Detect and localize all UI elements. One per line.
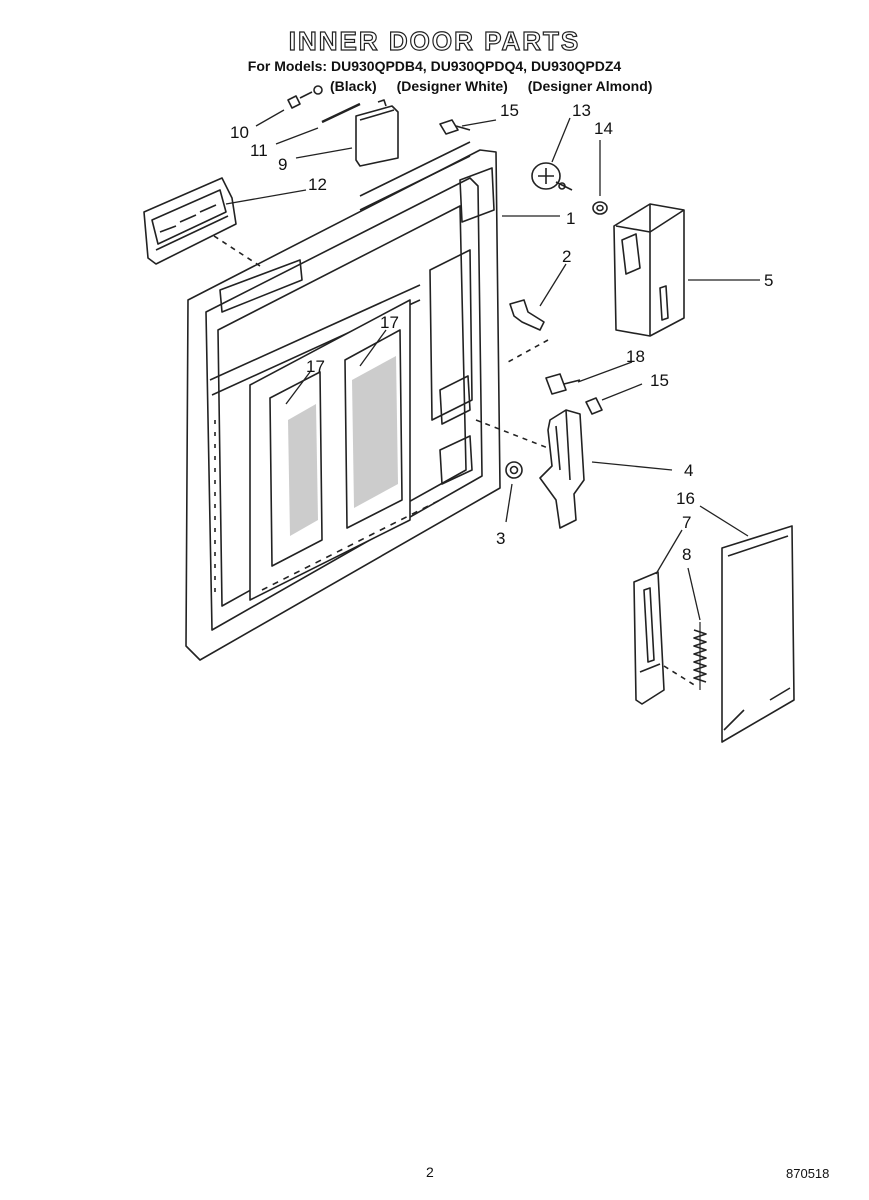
- callout-7: 7: [682, 513, 691, 532]
- part-16-panel: [721, 525, 795, 743]
- part-5-module: [613, 203, 685, 337]
- callout-4: 4: [684, 461, 693, 480]
- callout-16: 16: [676, 489, 695, 508]
- part-4-latch-assembly: [475, 409, 585, 529]
- variant-designer-white: (Designer White): [396, 78, 508, 94]
- callout-10: 10: [230, 123, 249, 142]
- callout-11: 11: [250, 141, 268, 160]
- callout-15-upper: 15: [500, 101, 519, 120]
- part-7-bracket: [633, 571, 665, 705]
- callout-numbers: 1 2 3 4 5 7 8 9 10 11 12 13 14 15 15 16 …: [230, 101, 773, 564]
- part-3-bumper: [505, 461, 523, 479]
- part-12-handle-bracket: [143, 177, 261, 267]
- callout-5: 5: [764, 271, 773, 290]
- part-2-latch: [507, 299, 549, 363]
- part-9-cover: [355, 99, 399, 167]
- callout-18: 18: [626, 347, 645, 366]
- part-15-screw-upper: [439, 119, 471, 135]
- callout-8: 8: [682, 545, 691, 564]
- page-title: INNER DOOR PARTS: [288, 25, 581, 56]
- variant-designer-almond: (Designer Almond): [527, 78, 653, 94]
- callout-9: 9: [278, 155, 287, 174]
- callout-17-left: 17: [306, 357, 325, 376]
- callout-12: 12: [308, 175, 327, 194]
- variant-black: (Black): [330, 78, 377, 94]
- callout-14: 14: [594, 119, 613, 138]
- part-14-washer: [592, 201, 608, 215]
- part-13-knob: [531, 162, 573, 191]
- leader-lines: [225, 109, 760, 621]
- callout-13: 13: [572, 101, 591, 120]
- part-10-screw: [287, 85, 323, 109]
- callout-1: 1: [566, 209, 575, 228]
- inner-door-panel: [185, 141, 501, 661]
- document-code: 870518: [786, 1166, 830, 1181]
- callout-3: 3: [496, 529, 505, 548]
- part-18-pin: [545, 373, 581, 395]
- page-number: 2: [426, 1164, 434, 1180]
- part-11-rod: [321, 102, 361, 124]
- part-15-screw-lower: [585, 397, 603, 415]
- part-8-spring: [663, 622, 707, 690]
- callout-2: 2: [562, 247, 571, 266]
- model-variants: (Black) (Designer White) (Designer Almon…: [330, 78, 668, 94]
- callout-17-right: 17: [380, 313, 399, 332]
- callout-15-lower: 15: [650, 371, 669, 390]
- models-line: For Models: DU930QPDB4, DU930QPDQ4, DU93…: [247, 58, 622, 74]
